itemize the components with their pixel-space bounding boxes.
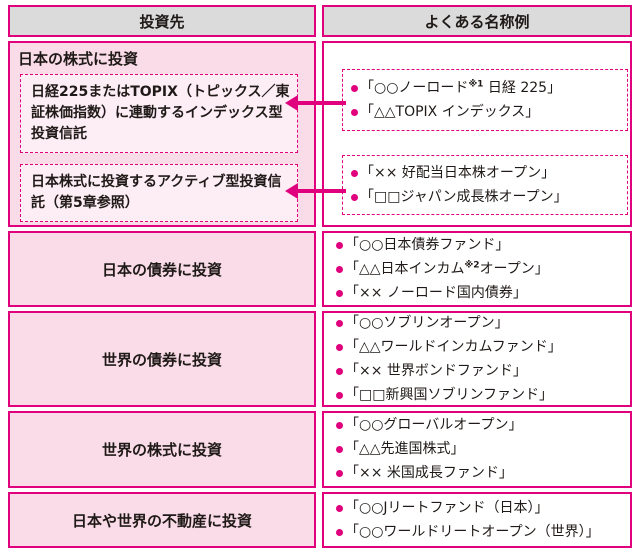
bullet-icon: [336, 446, 343, 453]
example-item: 「△△ワールドインカムファンド」: [336, 337, 626, 358]
example-text: 「×× 米国成長ファンド」: [345, 465, 513, 481]
example-item: 「○○グローバルオープン」: [336, 415, 626, 436]
example-item: 「×× 好配当日本株オープン」: [351, 163, 623, 184]
cell-world-bonds: 世界の債券に投資: [8, 311, 316, 407]
cell-world-bonds-examples: 「○○ソブリンオープン」 「△△ワールドインカムファンド」 「×× 世界ボンドフ…: [322, 311, 632, 407]
cell-japan-bonds-examples: 「○○日本債券ファンド」 「△△日本インカム※2オープン」 「×× ノーロード国…: [322, 231, 632, 307]
example-item: 「○○ノーロード※1 日経 225」: [351, 78, 623, 99]
bullet-icon: [336, 528, 343, 536]
example-item: 「×× 世界ボンドファンド」: [336, 361, 626, 382]
cell-world-stocks: 世界の株式に投資: [8, 411, 316, 488]
example-text: 「△△ワールドインカムファンド」: [345, 338, 562, 355]
header-investment-target: 投資先: [8, 5, 316, 37]
cell-japan-bonds: 日本の債券に投資: [8, 231, 316, 307]
bullet-icon: [336, 367, 343, 375]
cell-japan-stocks: 日本の株式に投資 日経225またはTOPIX（トピックス／東証株価指数）に連動す…: [8, 41, 316, 227]
arrow-left-icon: [285, 183, 298, 199]
real-estate-label: 日本や世界の不動産に投資: [71, 511, 252, 530]
bullet-icon: [351, 169, 358, 177]
bullet-icon: [336, 319, 343, 327]
example-text: 「○○ソブリンオープン」: [345, 314, 509, 331]
example-text: 「○○日本債券ファンド」: [345, 236, 510, 253]
example-text: 「○○ワールドリートオープン（世界）」: [345, 523, 600, 540]
bullet-icon: [336, 289, 343, 297]
cell-real-estate: 日本や世界の不動産に投資: [8, 492, 316, 548]
example-text: 「○○グローバルオープン」: [345, 417, 523, 433]
active-fund-examples-box: 「×× 好配当日本株オープン」 「□□ジャパン成長株オープン」: [342, 155, 628, 215]
cell-real-estate-examples: 「○○Jリートファンド（日本）」 「○○ワールドリートオープン（世界）」: [322, 492, 632, 548]
active-fund-box: 日本株式に投資するアクティブ型投資信託（第5章参照）: [20, 164, 298, 222]
cell-world-stocks-examples: 「○○グローバルオープン」 「△△先進国株式」 「×× 米国成長ファンド」: [322, 411, 632, 488]
example-item: 「△△日本インカム※2オープン」: [336, 259, 626, 280]
bullet-icon: [351, 108, 358, 116]
example-item: 「○○ソブリンオープン」: [336, 313, 626, 334]
example-item: 「×× 米国成長ファンド」: [336, 463, 626, 484]
example-text: 「△△日本インカム※2オープン」: [345, 259, 549, 277]
example-text: 「×× ノーロード国内債券」: [345, 284, 527, 301]
bullet-icon: [336, 265, 343, 273]
example-text: 「○○Jリートファンド（日本）」: [345, 499, 549, 516]
arrow-left-icon: [285, 95, 298, 111]
example-item: 「○○日本債券ファンド」: [336, 235, 626, 256]
example-item: 「○○ワールドリートオープン（世界）」: [336, 522, 626, 543]
example-text: 「×× 世界ボンドファンド」: [345, 362, 527, 379]
index-fund-examples-box: 「○○ノーロード※1 日経 225」 「△△TOPIX インデックス」: [342, 69, 628, 131]
example-item: 「□□ジャパン成長株オープン」: [351, 187, 623, 208]
header-common-names: よくある名称例: [322, 5, 632, 37]
bullet-icon: [336, 343, 343, 351]
example-item: 「□□新興国ソブリンファンド」: [336, 385, 626, 406]
japan-bonds-label: 日本の債券に投資: [101, 260, 222, 279]
cell-japan-stocks-examples: 「○○ノーロード※1 日経 225」 「△△TOPIX インデックス」 「×× …: [322, 41, 632, 227]
world-stocks-label: 世界の株式に投資: [101, 441, 222, 459]
example-text: 「○○ノーロード※1 日経 225」: [360, 78, 562, 96]
bullet-icon: [351, 193, 358, 201]
bullet-icon: [336, 241, 343, 249]
example-item: 「○○Jリートファンド（日本）」: [336, 498, 626, 519]
world-bonds-label: 世界の債券に投資: [101, 350, 222, 369]
bullet-icon: [336, 470, 343, 477]
index-fund-box: 日経225またはTOPIX（トピックス／東証株価指数）に連動するインデックス型投…: [20, 74, 298, 153]
example-text: 「□□新興国ソブリンファンド」: [345, 386, 554, 403]
example-text: 「×× 好配当日本株オープン」: [360, 164, 556, 181]
example-item: 「△△先進国株式」: [336, 439, 626, 460]
bullet-icon: [336, 391, 343, 399]
example-item: 「×× ノーロード国内債券」: [336, 283, 626, 304]
example-text: 「△△TOPIX インデックス」: [360, 103, 540, 120]
example-text: 「□□ジャパン成長株オープン」: [360, 188, 568, 205]
arrow-line-to-active-box: [297, 189, 346, 193]
japan-stocks-title: 日本の株式に投資: [18, 50, 139, 68]
example-item: 「△△TOPIX インデックス」: [351, 102, 623, 123]
header-investment-target-label: 投資先: [139, 12, 185, 31]
bullet-icon: [336, 422, 343, 429]
header-common-names-label: よくある名称例: [424, 12, 530, 31]
bullet-icon: [336, 504, 343, 512]
bullet-icon: [351, 84, 358, 92]
example-text: 「△△先進国株式」: [345, 441, 465, 457]
arrow-line-to-index-box: [297, 101, 346, 105]
